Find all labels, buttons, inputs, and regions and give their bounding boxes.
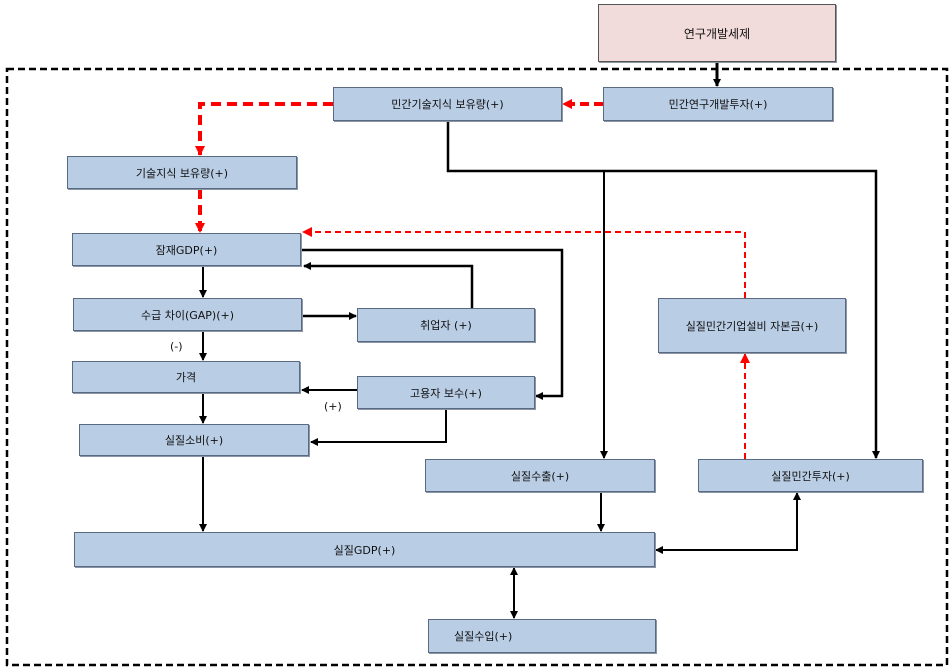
node-employment: 취업자 (+) <box>357 308 535 342</box>
node-label: 기술지식 보유량(+) <box>135 166 229 180</box>
node-real-imports: 실질수입(+) <box>428 619 656 653</box>
node-real-private-investment: 실질민간투자(+) <box>698 459 923 492</box>
node-label: 실질수입(+) <box>454 630 513 643</box>
node-label: 잠재GDP(+) <box>155 243 218 257</box>
node-label: 실질수출(+) <box>510 469 570 483</box>
node-real-gdp: 실질GDP(+) <box>74 532 655 567</box>
node-private-tech-stock: 민간기술지식 보유량(+) <box>333 87 562 121</box>
node-price: 가격 <box>72 361 300 393</box>
edge-privstock-to-techstock <box>195 102 333 156</box>
node-compensation: 고용자 보수(+) <box>357 376 535 409</box>
edge-employment-to-potential <box>303 262 474 308</box>
edge-techstock-trunk <box>446 121 880 459</box>
node-real-consumption: 실질소비(+) <box>79 424 309 456</box>
edge-potential-to-compensation <box>301 248 564 400</box>
edge-gdp-investment <box>655 492 801 554</box>
node-label: 민간연구개발투자(+) <box>668 98 768 111</box>
node-label: 고용자 보수(+) <box>410 386 482 400</box>
node-tech-stock: 기술지식 보유량(+) <box>67 156 297 189</box>
node-potential-gdp: 잠재GDP(+) <box>72 233 301 266</box>
node-label: 민간기술지식 보유량(+) <box>391 98 504 111</box>
node-label: 실질GDP(+) <box>333 543 396 557</box>
node-output-gap: 수급 차이(GAP)(+) <box>73 298 302 331</box>
node-label: 실질소비(+) <box>164 434 224 447</box>
edge-compensation-to-consumption <box>310 409 447 446</box>
node-label: 취업자 (+) <box>420 319 472 332</box>
model-boundary <box>5 67 949 667</box>
node-real-exports: 실질수출(+) <box>425 459 655 492</box>
edge-label-positive: (+) <box>324 400 342 413</box>
node-private-capital-stock: 실질민간기업설비 자본금(+) <box>658 298 846 353</box>
edge-capital-to-potential <box>302 227 746 298</box>
node-label: 수급 차이(GAP)(+) <box>140 308 235 322</box>
node-private-rnd-investment: 민간연구개발투자(+) <box>603 87 833 121</box>
node-label: 연구개발세제 <box>683 26 751 41</box>
node-rnd-tax: 연구개발세제 <box>598 4 836 62</box>
edge-label-negative: (-) <box>170 340 183 353</box>
node-label: 실질민간기업설비 자본금(+) <box>685 319 819 333</box>
node-label: 가격 <box>175 371 197 384</box>
node-label: 실질민간투자(+) <box>771 469 850 483</box>
